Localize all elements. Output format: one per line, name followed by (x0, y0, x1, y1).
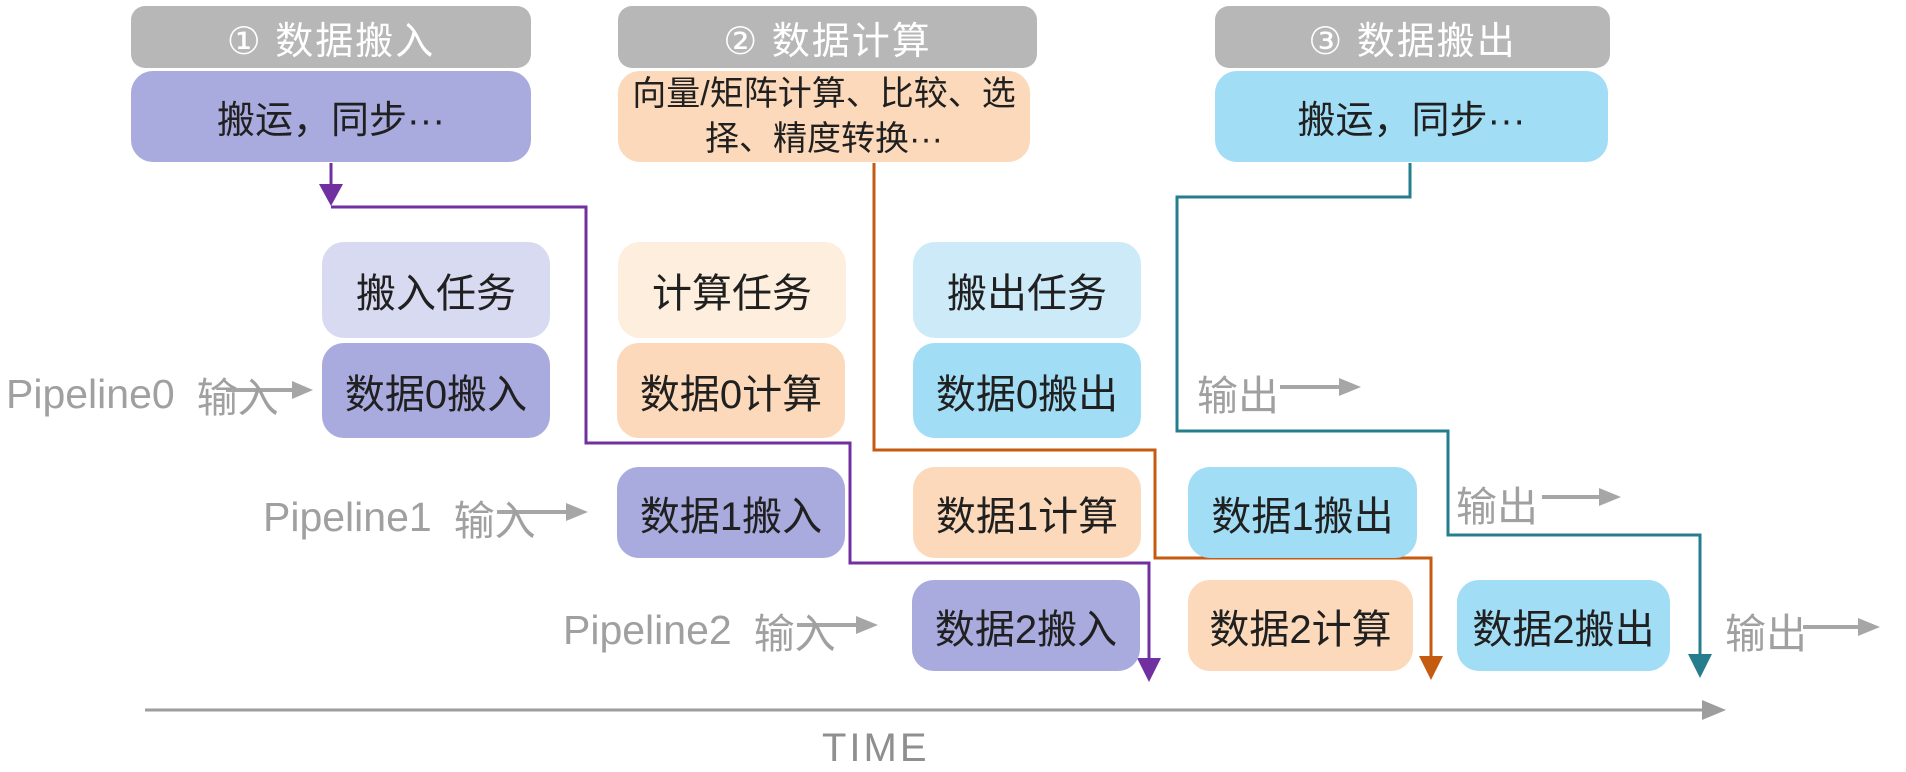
time-axis-arrowhead (1702, 700, 1726, 720)
pipeline0-input-label: Pipeline0 输入 (6, 364, 279, 424)
pipeline0-move-in-box: 数据0搬入 (322, 343, 550, 438)
compute-instruction-box: 向量/矩阵计算、比较、选择、精度转换··· (618, 71, 1030, 162)
pipeline2-move-out-box: 数据2搬出 (1457, 580, 1670, 671)
pipeline1-input-label: Pipeline1 输入 (263, 487, 536, 547)
pipeline0-name: Pipeline0 (6, 370, 175, 417)
pipeline1-input-text: 输入 (453, 498, 536, 544)
pipeline2-output-arrowhead (1858, 618, 1880, 636)
move-in-connector-arrowhead-top (319, 184, 343, 206)
pipeline0-compute-box: 数据0计算 (617, 343, 845, 438)
pipeline2-name: Pipeline2 (563, 606, 732, 653)
pipeline1-move-in-box: 数据1搬入 (617, 467, 845, 558)
pipeline1-input-arrowhead (566, 503, 588, 521)
compute-connector-arrowhead (1419, 656, 1443, 680)
compute-task-label: 计算任务 (618, 242, 846, 338)
pipeline2-output-label: 输出 (1725, 611, 1807, 657)
pipeline2-input-arrowhead (856, 616, 878, 634)
pipeline1-output-label: 输出 (1456, 484, 1538, 530)
move-out-instruction-box: 搬运，同步··· (1215, 71, 1608, 162)
stage-header-move-in: ① 数据搬入 (131, 6, 531, 68)
pipeline0-move-out-box: 数据0搬出 (913, 343, 1141, 438)
pipeline1-name: Pipeline1 (263, 493, 432, 540)
pipeline1-output-arrowhead (1599, 488, 1621, 506)
move-out-connector-arrowhead (1688, 654, 1712, 678)
move-in-task-label: 搬入任务 (322, 242, 550, 338)
move-in-connector-arrowhead-bottom (1137, 658, 1161, 682)
pipeline0-input-arrowhead (292, 381, 313, 399)
pipeline2-input-text: 输入 (753, 611, 836, 657)
pipeline2-move-in-box: 数据2搬入 (912, 580, 1140, 671)
stage-header-move-out: ③ 数据搬出 (1215, 6, 1610, 68)
move-in-connector-staircase (331, 205, 1151, 660)
pipeline2-input-label: Pipeline2 输入 (563, 600, 836, 660)
pipeline2-compute-box: 数据2计算 (1188, 580, 1413, 671)
pipeline0-output-label: 输出 (1197, 373, 1279, 419)
pipeline0-input-text: 输入 (196, 375, 279, 421)
pipeline1-compute-box: 数据1计算 (913, 467, 1141, 558)
pipeline0-output-arrowhead (1339, 378, 1361, 396)
move-out-task-label: 搬出任务 (913, 242, 1141, 338)
compute-connector-staircase (872, 163, 1433, 658)
move-in-instruction-box: 搬运，同步··· (131, 71, 531, 162)
pipeline1-move-out-box: 数据1搬出 (1188, 467, 1417, 558)
move-out-connector-staircase (1175, 163, 1702, 656)
stage-header-compute: ② 数据计算 (618, 6, 1037, 68)
time-axis-label: TIME (822, 726, 930, 770)
